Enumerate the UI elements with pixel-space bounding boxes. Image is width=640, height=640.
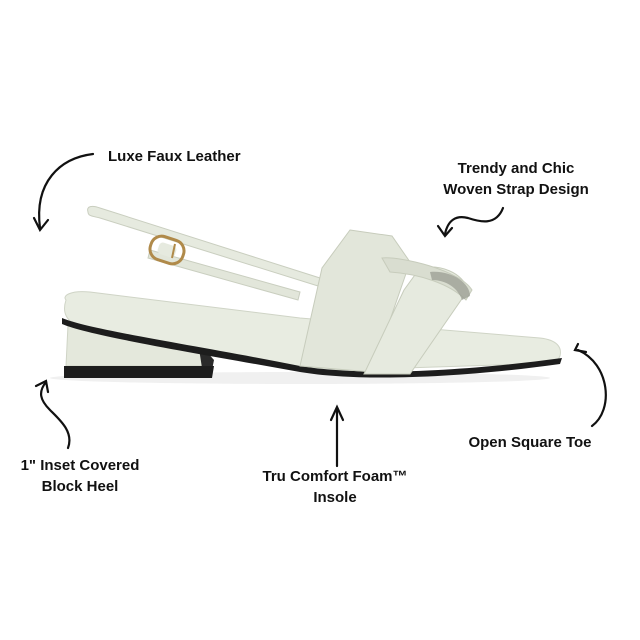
callout-text: Insole <box>313 489 357 506</box>
callout-text: 1" Inset Covered <box>20 457 140 474</box>
callout-text: Block Heel <box>41 478 119 495</box>
arrow-insole-icon <box>329 404 345 468</box>
arrow-leather-icon <box>32 152 95 233</box>
arrow-heel-icon <box>34 379 71 450</box>
callout-text: Luxe Faux Leather <box>108 148 241 165</box>
callout-text: Woven Strap Design <box>443 181 589 198</box>
slingback-strap <box>87 205 321 301</box>
arrow-woven-icon <box>436 206 505 238</box>
callout-block-heel: 1" Inset Covered Block Heel <box>0 455 160 497</box>
arrow-toe-icon <box>573 342 607 428</box>
callout-text: Open Square Toe <box>468 434 592 451</box>
callout-luxe-faux-leather: Luxe Faux Leather <box>108 146 241 167</box>
buckle-icon <box>148 234 186 266</box>
callout-open-square-toe: Open Square Toe <box>450 432 610 453</box>
callout-comfort-insole: Tru Comfort Foam™ Insole <box>240 466 430 508</box>
callout-text: Trendy and Chic <box>457 160 575 177</box>
woven-straps <box>299 229 473 375</box>
arrows <box>32 152 607 468</box>
callout-woven-strap-design: Trendy and Chic Woven Strap Design <box>416 158 616 200</box>
callout-text: Tru Comfort Foam™ <box>262 468 408 485</box>
